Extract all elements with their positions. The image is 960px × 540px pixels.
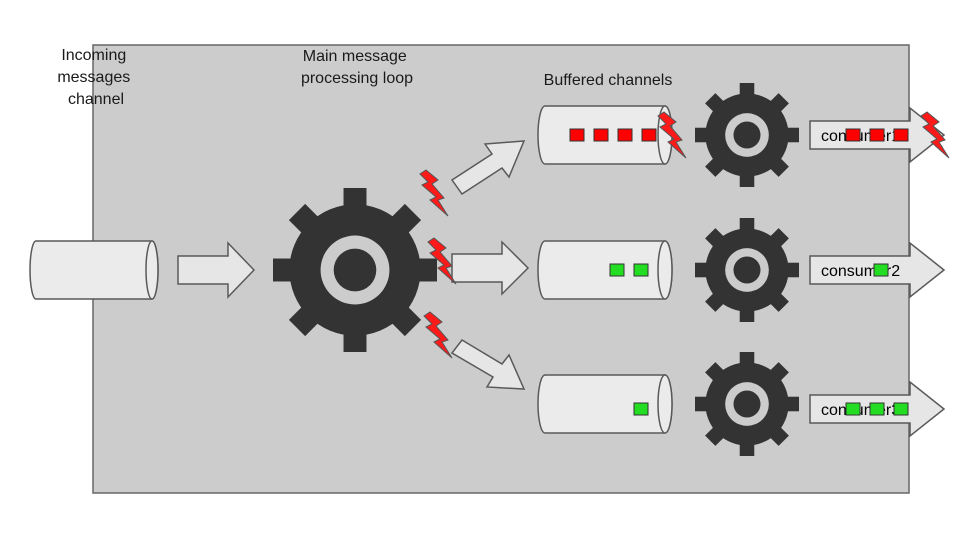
buffered-message <box>593 128 609 142</box>
buffered-channel-2 <box>537 240 673 300</box>
consumer3-gear-icon <box>695 352 799 456</box>
buffered-message <box>633 263 649 277</box>
consumer-message <box>893 402 909 416</box>
buffered-message <box>633 402 649 416</box>
consumer-message <box>869 402 885 416</box>
buffered-message <box>641 128 657 142</box>
incoming-label-line1: Incoming <box>61 47 126 64</box>
main-loop-gear-icon <box>273 188 437 352</box>
buffered-message <box>609 263 625 277</box>
consumer1-label: consumer1 <box>821 128 900 145</box>
incoming-messages-pipe <box>29 240 159 300</box>
consumer-message <box>873 263 889 277</box>
incoming-label-line3: channel <box>68 91 124 108</box>
buffered-message <box>569 128 585 142</box>
incoming-label: Incoming messages channel <box>57 47 134 108</box>
incoming-to-loop-arrow <box>177 241 256 299</box>
buffered-channels-label: Buffered channels <box>544 72 673 89</box>
loop-to-channel1-arrow <box>450 140 526 196</box>
message-squares <box>569 128 909 416</box>
consumer3-label: consumer3 <box>821 402 900 419</box>
incoming-label-line2: messages <box>57 69 130 86</box>
consumer-message <box>845 128 861 142</box>
loop-to-channel2-arrow <box>451 240 530 296</box>
consumer-message <box>869 128 885 142</box>
main-loop-label-line1: Main message <box>303 48 407 65</box>
buffered-channel-3 <box>537 374 673 434</box>
consumer1-gear-icon <box>695 83 799 187</box>
buffered-message <box>617 128 633 142</box>
consumer2-gear-icon <box>695 218 799 322</box>
main-loop-label: Main message processing loop <box>301 48 413 87</box>
main-loop-label-line2: processing loop <box>301 70 413 87</box>
consumer-message <box>845 402 861 416</box>
consumer-message <box>893 128 909 142</box>
loop-to-channel3-arrow <box>450 339 526 390</box>
